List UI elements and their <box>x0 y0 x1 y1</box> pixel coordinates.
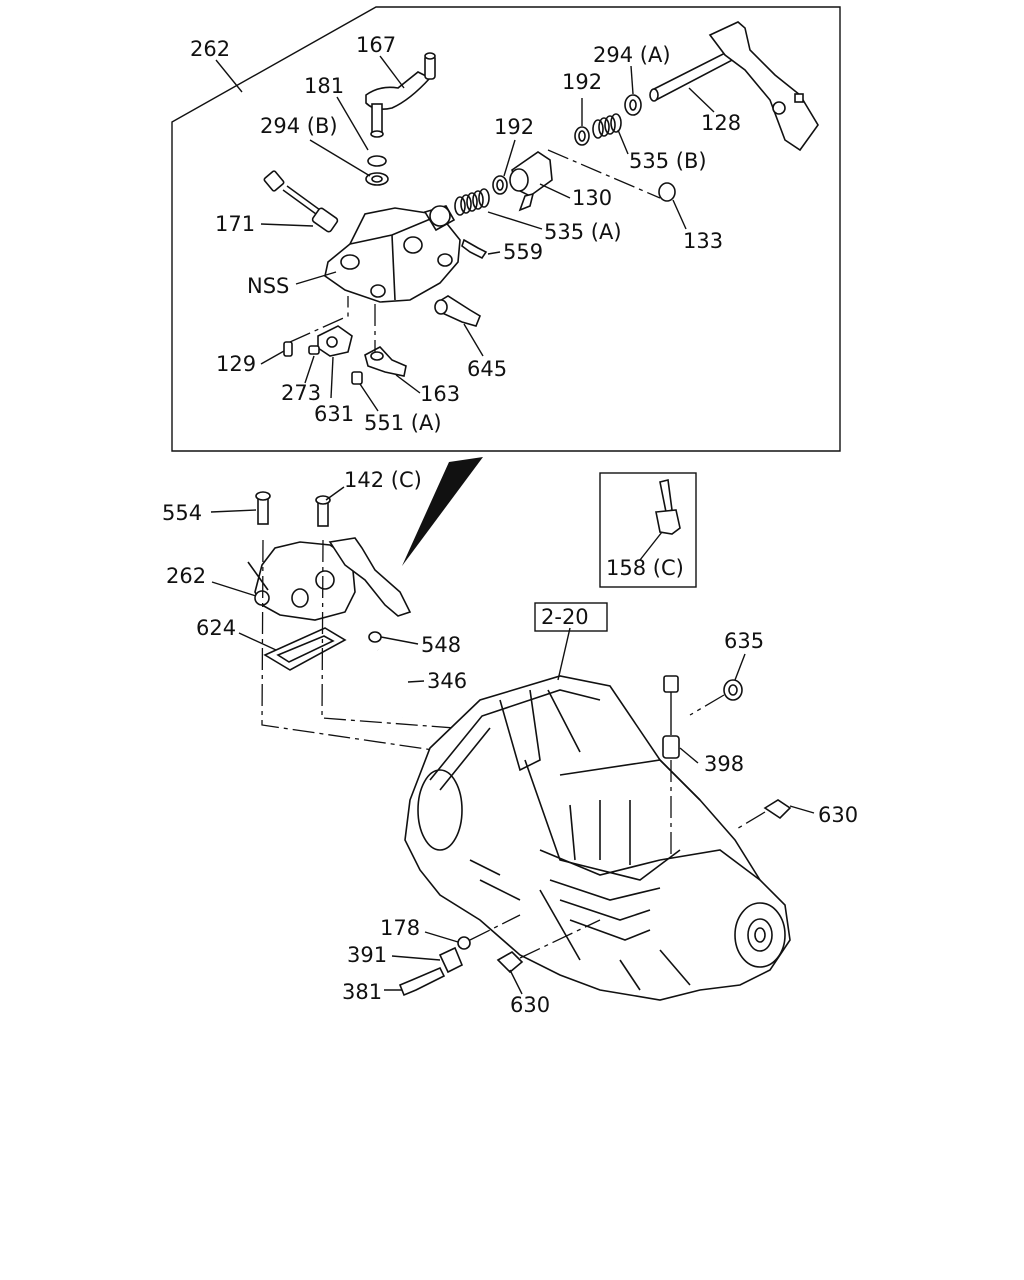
detail-inset <box>171 6 841 566</box>
pin-129 <box>283 341 293 357</box>
label-129: 129 <box>216 352 256 376</box>
label-630-upper: 630 <box>818 803 858 827</box>
part-559 <box>461 238 488 260</box>
label-2-20: 2-20 <box>541 605 589 629</box>
label-171: 171 <box>215 212 255 236</box>
seal-294b <box>365 155 389 186</box>
shaft-128 <box>649 21 819 152</box>
label-142c: 142 (C) <box>344 468 422 492</box>
label-192-lower: 192 <box>494 115 534 139</box>
block-130 <box>509 151 553 212</box>
label-624: 624 <box>196 616 236 640</box>
washer-192b <box>492 175 508 195</box>
transmission-case <box>404 675 791 1001</box>
part-391 <box>438 946 464 974</box>
seal-294a <box>624 94 642 116</box>
washer-192a <box>574 126 590 146</box>
sensor-171 <box>263 170 339 233</box>
label-273: 273 <box>281 381 321 405</box>
housing-nss <box>324 205 461 303</box>
label-554: 554 <box>162 501 202 525</box>
label-645: 645 <box>467 357 507 381</box>
label-398: 398 <box>704 752 744 776</box>
label-630-lower: 630 <box>510 993 550 1017</box>
label-178: 178 <box>380 916 420 940</box>
label-192-upper: 192 <box>562 70 602 94</box>
label-181: 181 <box>304 74 344 98</box>
plug-630-lower <box>496 951 524 974</box>
switch-398 <box>663 675 679 693</box>
label-130: 130 <box>572 186 612 210</box>
label-128: 128 <box>701 111 741 135</box>
label-346: 346 <box>427 669 467 693</box>
inset-leaders <box>215 55 715 412</box>
plug-635 <box>723 679 743 701</box>
inset-frame <box>171 6 841 452</box>
label-548: 548 <box>421 633 461 657</box>
shift-housing-assembly <box>247 491 641 771</box>
label-nss: NSS <box>247 274 289 298</box>
lever-163 <box>364 346 407 377</box>
label-391: 391 <box>347 943 387 967</box>
gasket-624 <box>263 627 347 671</box>
shift-arm-167 <box>365 52 436 138</box>
label-635: 635 <box>724 629 764 653</box>
label-294b: 294 (B) <box>260 114 338 138</box>
detail-box-158c <box>599 472 697 588</box>
spring-535a <box>454 188 490 216</box>
part-labels: 262 167 181 294 (B) 294 (A) 192 192 128 … <box>162 33 858 1017</box>
oring-178 <box>457 936 471 950</box>
lower-leaders <box>210 486 815 995</box>
part-548 <box>368 631 382 643</box>
label-535a: 535 (A) <box>544 220 622 244</box>
label-167: 167 <box>356 33 396 57</box>
label-133: 133 <box>683 229 723 253</box>
label-262-assembly: 262 <box>166 564 206 588</box>
inset-parts <box>263 21 819 385</box>
label-163: 163 <box>420 382 460 406</box>
label-158c: 158 (C) <box>606 556 684 580</box>
case-fittings <box>398 675 792 997</box>
plug-133 <box>658 182 676 202</box>
reference-box-2-20 <box>534 602 608 632</box>
inset-pointer <box>402 457 483 566</box>
bolt-381 <box>398 966 446 997</box>
label-262-inset: 262 <box>190 37 230 61</box>
label-551a: 551 (A) <box>364 411 442 435</box>
label-559: 559 <box>503 240 543 264</box>
label-381: 381 <box>342 980 382 1004</box>
pin-551a <box>351 371 363 385</box>
cam-631 <box>308 325 353 357</box>
label-631: 631 <box>314 402 354 426</box>
plug-630-upper <box>763 799 792 820</box>
spring-535b <box>592 113 622 139</box>
label-535b: 535 (B) <box>629 149 707 173</box>
bolt-645 <box>434 295 481 327</box>
label-294a: 294 (A) <box>593 43 671 67</box>
